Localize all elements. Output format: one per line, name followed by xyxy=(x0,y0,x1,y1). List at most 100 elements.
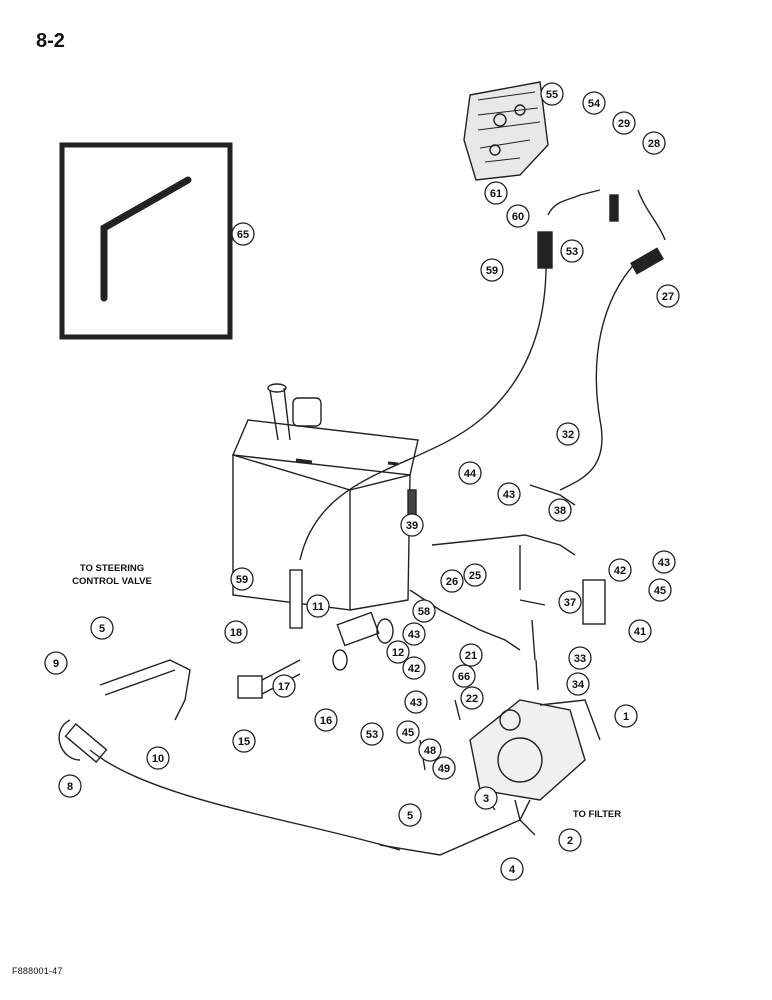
svg-text:18: 18 xyxy=(230,627,242,639)
callout-33: 33 xyxy=(568,646,592,670)
callout-21: 21 xyxy=(459,643,483,667)
callout-10: 10 xyxy=(146,746,170,770)
svg-text:43: 43 xyxy=(408,629,420,641)
svg-text:11: 11 xyxy=(312,601,324,613)
inset-frame xyxy=(59,142,233,340)
svg-text:59: 59 xyxy=(486,265,498,277)
svg-text:53: 53 xyxy=(366,729,378,741)
svg-text:5: 5 xyxy=(99,623,105,635)
callout-53-bottom: 53 xyxy=(360,722,384,746)
svg-text:43: 43 xyxy=(658,557,670,569)
pump-illustration xyxy=(469,699,601,811)
callout-22: 22 xyxy=(460,686,484,710)
svg-text:41: 41 xyxy=(634,626,646,638)
svg-text:38: 38 xyxy=(554,505,566,517)
hose-8 xyxy=(89,749,401,851)
svg-text:3: 3 xyxy=(483,793,489,805)
callout-29: 29 xyxy=(612,111,636,135)
svg-text:32: 32 xyxy=(562,429,574,441)
callout-18: 18 xyxy=(224,620,248,644)
callout-25: 25 xyxy=(463,563,487,587)
callout-1: 1 xyxy=(614,704,638,728)
svg-text:8: 8 xyxy=(67,781,73,793)
svg-text:28: 28 xyxy=(648,138,660,150)
callout-54: 54 xyxy=(582,91,606,115)
svg-text:39: 39 xyxy=(406,520,418,532)
callout-group: 55 54 29 28 61 60 53 59 27 65 32 44 43 3… xyxy=(44,82,680,881)
callout-16: 16 xyxy=(314,708,338,732)
callout-49: 49 xyxy=(432,756,456,780)
svg-text:25: 25 xyxy=(469,570,481,582)
callout-41: 41 xyxy=(628,619,652,643)
callout-59-left: 59 xyxy=(230,567,254,591)
svg-text:27: 27 xyxy=(662,291,674,303)
callout-43-b: 43 xyxy=(652,550,676,574)
callout-39: 39 xyxy=(400,513,424,537)
svg-text:26: 26 xyxy=(446,576,458,588)
callout-11: 11 xyxy=(306,594,330,618)
svg-text:15: 15 xyxy=(238,736,250,748)
svg-text:10: 10 xyxy=(152,753,164,765)
callout-45-right: 45 xyxy=(648,578,672,602)
svg-text:12: 12 xyxy=(392,647,404,659)
callout-44: 44 xyxy=(458,461,482,485)
svg-text:22: 22 xyxy=(466,693,478,705)
svg-text:53: 53 xyxy=(566,246,578,258)
callout-9: 9 xyxy=(44,651,68,675)
svg-text:54: 54 xyxy=(588,98,601,110)
hydraulic-tank-illustration xyxy=(231,383,419,611)
svg-text:45: 45 xyxy=(654,585,666,597)
svg-text:48: 48 xyxy=(424,745,436,757)
callout-61: 61 xyxy=(484,181,508,205)
callout-55: 55 xyxy=(540,82,564,106)
note-steering: TO STEERING CONTROL VALVE xyxy=(52,562,172,588)
svg-text:45: 45 xyxy=(402,727,414,739)
svg-text:42: 42 xyxy=(408,663,420,675)
callout-26: 26 xyxy=(440,569,464,593)
svg-text:9: 9 xyxy=(53,658,59,670)
callout-37: 37 xyxy=(558,590,582,614)
callout-66: 66 xyxy=(452,664,476,688)
callout-53-top: 53 xyxy=(560,239,584,263)
callout-5-left: 5 xyxy=(90,616,114,640)
page-number: 8-2 xyxy=(36,30,65,52)
svg-text:55: 55 xyxy=(546,89,558,101)
svg-text:2: 2 xyxy=(567,835,573,847)
svg-text:34: 34 xyxy=(572,679,585,691)
callout-4: 4 xyxy=(500,857,524,881)
svg-text:5: 5 xyxy=(407,810,413,822)
svg-text:16: 16 xyxy=(320,715,332,727)
callout-8: 8 xyxy=(58,774,82,798)
svg-text:59: 59 xyxy=(236,574,248,586)
callout-27: 27 xyxy=(656,284,680,308)
hose-27 xyxy=(559,259,639,491)
inset-tube xyxy=(100,176,192,302)
svg-text:4: 4 xyxy=(509,864,516,876)
svg-text:29: 29 xyxy=(618,118,630,130)
callout-3: 3 xyxy=(474,786,498,810)
footer-code: F888001-47 xyxy=(12,966,63,976)
control-valve-illustration xyxy=(463,81,549,181)
callout-12: 12 xyxy=(386,640,410,664)
svg-text:60: 60 xyxy=(512,211,524,223)
callout-32: 32 xyxy=(556,422,580,446)
callout-42-right: 42 xyxy=(608,558,632,582)
callout-43-d: 43 xyxy=(404,690,428,714)
svg-text:21: 21 xyxy=(465,650,477,662)
svg-text:49: 49 xyxy=(438,763,450,775)
svg-text:43: 43 xyxy=(410,697,422,709)
callout-5-bottom: 5 xyxy=(398,803,422,827)
callout-59-top: 59 xyxy=(480,258,504,282)
callout-38-right: 38 xyxy=(548,498,572,522)
note-filter: TO FILTER xyxy=(572,809,622,820)
svg-text:17: 17 xyxy=(278,681,290,693)
callout-28: 28 xyxy=(642,131,666,155)
svg-text:44: 44 xyxy=(464,468,477,480)
callout-45-left: 45 xyxy=(396,720,420,744)
svg-text:61: 61 xyxy=(490,188,502,200)
callout-2: 2 xyxy=(558,828,582,852)
callout-34: 34 xyxy=(566,672,590,696)
callout-60: 60 xyxy=(506,204,530,228)
callout-42-left: 42 xyxy=(402,656,426,680)
